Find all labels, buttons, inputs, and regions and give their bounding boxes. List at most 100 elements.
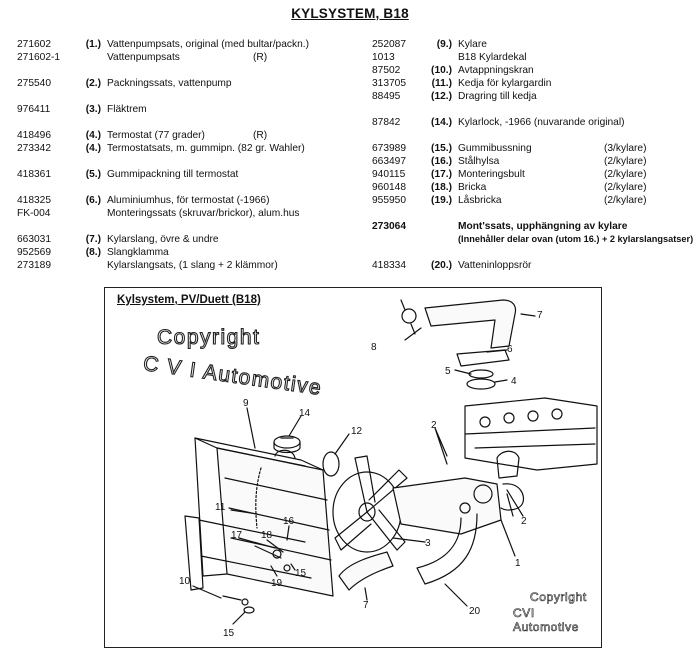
callout-10: 10 bbox=[179, 576, 191, 587]
part-number: 87842 bbox=[372, 117, 401, 128]
diagram-ref: (4.) bbox=[85, 143, 101, 154]
fan-3 bbox=[332, 455, 408, 553]
part-description: Fläktrem bbox=[107, 104, 147, 115]
part-description: Bricka bbox=[458, 182, 487, 193]
parts-row bbox=[372, 103, 692, 116]
part-number: 1013 bbox=[372, 52, 395, 63]
parts-row: 273189 Kylarslangsats, (1 slang + 2 klämm… bbox=[17, 259, 347, 272]
parts-row: (Innehåller delar ovan (utom 16.) + 2 ky… bbox=[372, 233, 694, 246]
part-number: 955950 bbox=[372, 195, 406, 206]
hose-clamp-8 bbox=[400, 299, 417, 335]
part-number: 273064 bbox=[372, 221, 406, 232]
callout-18: 18 bbox=[261, 530, 273, 541]
part-description: Termostat (77 grader) bbox=[107, 130, 205, 141]
part-description: Kylarslang, övre & undre bbox=[107, 234, 219, 245]
diagram-ref: (15.) bbox=[431, 143, 452, 154]
callout-6: 6 bbox=[507, 344, 513, 355]
radiator-9 bbox=[184, 437, 334, 597]
part-number: 663497 bbox=[372, 156, 406, 167]
page-title: KYLSYSTEM, B18 bbox=[291, 6, 409, 21]
chain-11 bbox=[255, 467, 262, 529]
callout-2-upper: 2 bbox=[431, 420, 437, 431]
diagram-ref: (12.) bbox=[431, 91, 452, 102]
watermark-copyright: Copyright bbox=[156, 325, 261, 349]
callout-16: 16 bbox=[283, 516, 295, 527]
part-number: 418496 bbox=[17, 130, 51, 141]
parts-row: 275540(2.)Packningssats, vattenpump bbox=[17, 77, 347, 90]
part-number: 273189 bbox=[17, 260, 51, 271]
part-number: FK-004 bbox=[17, 208, 51, 219]
part-number: 88495 bbox=[372, 91, 401, 102]
part-number: 87502 bbox=[372, 65, 401, 76]
lower-hose-7 bbox=[338, 551, 394, 591]
parts-row bbox=[17, 181, 347, 194]
diagram-ref: (9.) bbox=[436, 39, 452, 50]
part-number: 418361 bbox=[17, 169, 51, 180]
part-note: (2/kylare) bbox=[604, 169, 647, 180]
callout-5: 5 bbox=[445, 366, 451, 377]
parts-row bbox=[17, 155, 347, 168]
diagram-ref: (8.) bbox=[85, 247, 101, 258]
part-description: (Innehåller delar ovan (utom 16.) + 2 ky… bbox=[458, 234, 694, 244]
part-description: Packningssats, vattenpump bbox=[107, 78, 232, 89]
exploded-view-drawing: 7 6 8 5 4 9 14 12 2 2 11 16 17 18 15 3 1… bbox=[179, 299, 598, 639]
parts-row: 960148(18.)Bricka(2/kylare) bbox=[372, 181, 692, 194]
parts-row: 271602(1.)Vattenpumpsats, original (med … bbox=[17, 38, 347, 51]
part-description: Gummipackning till termostat bbox=[107, 169, 239, 180]
thermostat-4 bbox=[466, 378, 496, 390]
part-description: Kylarslangsats, (1 slang + 2 klämmor) bbox=[107, 260, 278, 271]
part-number: 273342 bbox=[17, 143, 51, 154]
parts-row: 955950(19.)Låsbricka(2/kylare) bbox=[372, 194, 692, 207]
part-number: 663031 bbox=[17, 234, 51, 245]
diagram-ref: (20.) bbox=[431, 260, 452, 271]
part-number: 673989 bbox=[372, 143, 406, 154]
callout-4: 4 bbox=[511, 376, 517, 387]
part-description: Avtappningskran bbox=[458, 65, 534, 76]
part-description: B18 Kylardekal bbox=[458, 52, 527, 63]
callout-20: 20 bbox=[469, 606, 481, 617]
parts-row: 663497(16.)Stålhylsa(2/kylare) bbox=[372, 155, 692, 168]
parts-row bbox=[17, 90, 347, 103]
callout-9: 9 bbox=[243, 398, 249, 409]
diagram-ref: (1.) bbox=[85, 39, 101, 50]
cooling-system-diagram: Kylsystem, PV/Duett (B18) Copyright C V … bbox=[104, 287, 602, 648]
mounting-hardware bbox=[222, 545, 291, 614]
diagram-ref: (4.) bbox=[85, 130, 101, 141]
part-description: Dragring till kedja bbox=[458, 91, 537, 102]
diagram-ref: (6.) bbox=[85, 195, 101, 206]
diagram-ref: (5.) bbox=[85, 169, 101, 180]
parts-row bbox=[17, 220, 347, 233]
parts-row: 87502 (10.) Avtappningskran bbox=[372, 64, 692, 77]
parts-row: 976411(3.)Fläktrem bbox=[17, 103, 347, 116]
diagram-ref: (16.) bbox=[431, 156, 452, 167]
callout-15-right: 15 bbox=[295, 568, 307, 579]
part-note: (2/kylare) bbox=[604, 195, 647, 206]
parts-row: 1013 B18 Kylardekal bbox=[372, 51, 692, 64]
parts-row: 88495 (12.) Dragring till kedja bbox=[372, 90, 692, 103]
diagram-ref: (14.) bbox=[431, 117, 452, 128]
callout-7-lower: 7 bbox=[363, 600, 369, 611]
part-number: 271602-1 bbox=[17, 52, 61, 63]
part-number: 940115 bbox=[372, 169, 406, 180]
parts-row: 663031 (7.) Kylarslang, övre & undre bbox=[17, 233, 347, 246]
radiator-cap-14 bbox=[273, 435, 301, 454]
parts-row: 418325(6.)Aluminiumhus, för termostat (-… bbox=[17, 194, 347, 207]
diagram-ref: (7.) bbox=[85, 234, 101, 245]
part-description: Aluminiumhus, för termostat (-1966) bbox=[107, 195, 270, 206]
upper-hose-7 bbox=[424, 299, 517, 349]
callout-3: 3 bbox=[425, 538, 431, 549]
engine-block bbox=[464, 397, 598, 471]
part-number: 271602 bbox=[17, 39, 51, 50]
part-number: 952569 bbox=[17, 247, 51, 258]
part-number: 960148 bbox=[372, 182, 406, 193]
part-note: (3/kylare) bbox=[604, 143, 647, 154]
part-description: Vattenpumpsats bbox=[107, 52, 180, 63]
pull-ring-12 bbox=[322, 451, 340, 477]
part-note: (R) bbox=[253, 130, 268, 141]
diagram-ref: (10.) bbox=[431, 65, 452, 76]
parts-row bbox=[17, 116, 347, 129]
part-description: Gummibussning bbox=[458, 143, 532, 154]
